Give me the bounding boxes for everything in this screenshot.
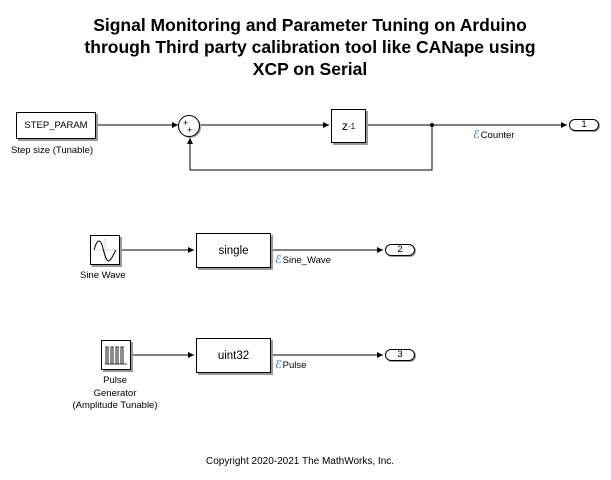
copyright-footer: Copyright 2020-2021 The MathWorks, Inc. [205, 456, 395, 467]
sine-wave-icon [93, 239, 117, 262]
title-line-2: through Third party calibration tool lik… [84, 37, 536, 57]
test-point-icon: ℰ [275, 254, 282, 266]
counter-text: Counter [480, 130, 515, 141]
title-line-1: Signal Monitoring and Parameter Tuning o… [93, 15, 527, 35]
uint32-text: uint32 [217, 349, 250, 362]
outport-1[interactable]: 1 [569, 119, 599, 131]
uint32-convert-block[interactable]: uint32 [196, 338, 271, 373]
step-param-block[interactable]: STEP_PARAM [16, 112, 96, 139]
step-param-label: Step size (Tunable) [11, 145, 94, 156]
sine-wave-signal-text: Sine_Wave [282, 255, 331, 266]
sum-sign-bottom: + [187, 125, 193, 135]
diagram-title: Signal Monitoring and Parameter Tuning o… [30, 14, 590, 80]
pulse-label-line-3: (Amplitude Tunable) [72, 400, 158, 411]
sine-wave-block[interactable] [90, 235, 120, 265]
single-convert-block[interactable]: single [196, 233, 271, 268]
pulse-label-line-2: Generator [93, 387, 137, 399]
step-param-text: STEP_PARAM [24, 120, 88, 131]
pulse-signal-text: Pulse [282, 360, 307, 371]
unit-delay-block[interactable]: z-1 [331, 109, 366, 143]
unit-delay-base: z [341, 119, 348, 133]
sum-sign-left: + [183, 118, 189, 128]
title-line-3: XCP on Serial [252, 59, 368, 79]
test-point-icon: ℰ [275, 359, 282, 371]
sum-block[interactable]: + + [178, 115, 200, 137]
signal-label-counter: ℰCounter [473, 128, 514, 141]
pulse-label-line-1: Pulse [103, 375, 127, 386]
unit-delay-exp: -1 [347, 121, 356, 131]
pulse-generator-label: Pulse Generator (Amplitude Tunable) [60, 375, 170, 413]
signal-label-sine-wave: ℰSine_Wave [275, 253, 331, 266]
outport-2[interactable]: 2 [385, 244, 415, 256]
sine-wave-label: Sine Wave [80, 270, 126, 281]
outport-3[interactable]: 3 [385, 349, 415, 361]
pulse-icon [105, 346, 127, 365]
line-feedback [187, 125, 433, 171]
pulse-generator-block[interactable] [101, 340, 131, 370]
single-text: single [218, 244, 249, 257]
signal-label-pulse: ℰPulse [275, 358, 306, 371]
test-point-icon: ℰ [473, 129, 480, 141]
